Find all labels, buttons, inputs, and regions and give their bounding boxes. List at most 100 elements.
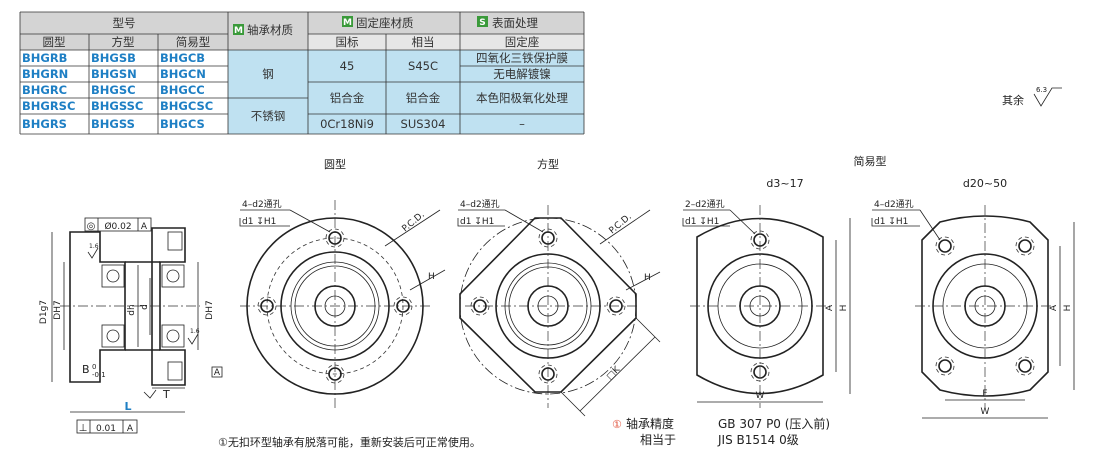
dim-d: d [140, 304, 150, 310]
table-row: BHGRS BHGSS BHGCS [22, 117, 205, 131]
equiv-value: JIS B1514 0级 [717, 433, 799, 447]
m-badge-shaft [233, 24, 244, 35]
model-cell[interactable]: BHGCSC [160, 99, 213, 113]
m-badge-seat [342, 16, 353, 27]
a-label-b: A [1049, 304, 1059, 311]
s-badge-label: S [479, 18, 485, 28]
square-flange-view: P.C.D. H 4–d2通孔 d1 ↧H1 □K [457, 199, 661, 417]
tol-lower: -0.1 [92, 371, 106, 379]
roughness-note: 其余 6.3 [1002, 86, 1062, 107]
model-cell[interactable]: BHGSN [91, 67, 137, 81]
roughness-2: 1.6 [190, 328, 200, 335]
model-cell[interactable]: BHGRN [22, 67, 68, 81]
cbore-round: d1 ↧H1 [242, 217, 276, 227]
cbore-square: d1 ↧H1 [460, 217, 494, 227]
surface-r5: – [519, 117, 525, 131]
title-simple: 简易型 [854, 154, 887, 168]
holes-square: 4–d2通孔 [460, 199, 500, 210]
w-label-b: W [981, 407, 990, 417]
model-cell[interactable]: BHGCS [160, 117, 205, 131]
concentricity-icon: ◎ [87, 221, 96, 232]
surface-r2: 无电解镀镍 [493, 67, 551, 81]
dim-d1g7: D1g7 [39, 300, 49, 324]
h-label-round: H [428, 272, 435, 282]
title-square: 方型 [537, 157, 559, 171]
model-cell[interactable]: BHGRSC [22, 99, 75, 113]
model-cell[interactable]: BHGCN [160, 67, 206, 81]
table-row: BHGRC BHGSC BHGCC [22, 83, 205, 97]
seat-gb-ss: 0Cr18Ni9 [320, 117, 374, 131]
simple-view-small: 2–d2通孔 d1 ↧H1 W A H [682, 199, 851, 408]
m-badge-shaft-label: M [234, 26, 243, 36]
hdr-simple: 简易型 [176, 35, 211, 49]
k-label: □K [605, 364, 623, 382]
datum-a: A [214, 368, 221, 378]
equiv-label: 相当于 [640, 433, 676, 447]
h-label-square: H [644, 273, 651, 283]
ring-note: ①无扣环型轴承有脱落可能，重新安装后可正常使用。 [218, 435, 481, 449]
table-row: BHGRN BHGSN BHGCN [22, 67, 206, 81]
holes-round: 4–d2通孔 [242, 199, 282, 210]
holes-simple-a: 2–d2通孔 [685, 199, 725, 210]
perp-value: 0.01 [96, 424, 116, 434]
model-cell[interactable]: BHGRS [22, 117, 67, 131]
section-view: ◎ Ø0.02 A D1g7 DH7 dh d DH7 1.6 1.6 [39, 217, 223, 434]
f-label: F [982, 389, 987, 399]
title-simple-a: d3~17 [766, 177, 803, 190]
hdr-square: 方型 [112, 35, 135, 49]
m-badge-seat-label: M [343, 18, 352, 28]
w-label-a: W [756, 391, 765, 401]
accuracy-value: GB 307 P0 (压入前) [718, 416, 830, 431]
accuracy-label: 轴承精度 [626, 416, 674, 431]
h-label-a: H [839, 305, 849, 312]
table-row: BHGRSC BHGSSC BHGCSC [22, 99, 213, 113]
tol-upper: 0 [92, 363, 96, 371]
model-cell[interactable]: BHGCB [160, 51, 205, 65]
pcd-label: P.C.D. [401, 210, 427, 234]
hdr-seat-material: 固定座材质 [356, 16, 414, 30]
cbore-simple-a: d1 ↧H1 [685, 217, 719, 227]
seat-eq-s45c: S45C [408, 59, 438, 73]
dim-dh7-right: DH7 [205, 300, 215, 319]
model-cell[interactable]: BHGRB [22, 51, 67, 65]
dim-dh7-left: DH7 [53, 300, 63, 319]
dim-dh: dh [127, 304, 137, 315]
s-badge [477, 16, 488, 27]
hdr-round: 圆型 [43, 35, 66, 49]
seat-gb-45: 45 [340, 59, 355, 73]
roughness-label: 其余 [1002, 93, 1024, 107]
hdr-equiv: 相当 [412, 35, 435, 49]
hdr-seat: 固定座 [505, 35, 540, 49]
seat-eq-ss: SUS304 [401, 117, 446, 131]
roughness-1: 1.6 [89, 243, 99, 250]
model-cell[interactable]: BHGCC [160, 83, 205, 97]
shaft-stainless: 不锈钢 [251, 109, 286, 123]
model-cell[interactable]: BHGSSC [91, 99, 143, 113]
title-simple-b: d20~50 [963, 177, 1007, 190]
seat-eq-al: 铝合金 [406, 91, 441, 105]
dim-b: B [82, 363, 90, 376]
model-cell[interactable]: BHGSC [91, 83, 136, 97]
a-label-a: A [825, 304, 835, 311]
model-cell[interactable]: BHGRC [22, 83, 67, 97]
surface-r34: 本色阳极氧化处理 [476, 91, 568, 105]
conc-datum: A [141, 222, 148, 232]
model-cell[interactable]: BHGSS [91, 117, 135, 131]
round-flange-view: P.C.D. H 4–d2通孔 d1 ↧H1 [239, 199, 446, 410]
dim-l: L [124, 400, 131, 413]
perp-datum: A [127, 424, 134, 434]
h-label-b: H [1063, 305, 1073, 312]
holes-simple-b: 4–d2通孔 [874, 199, 914, 210]
hdr-shaft-material: 轴承材质 [247, 23, 293, 37]
conc-value: Ø0.02 [104, 221, 131, 232]
surface-r1: 四氧化三铁保护膜 [476, 51, 568, 65]
spec-table: 型号 圆型 方型 简易型 M 轴承材质 M 固定座材质 S 表面处理 国标 相当… [19, 11, 585, 135]
hdr-gb: 国标 [336, 35, 359, 49]
seat-gb-al: 铝合金 [330, 91, 365, 105]
hdr-surface: 表面处理 [492, 16, 538, 30]
title-round: 圆型 [324, 157, 346, 171]
accuracy-mark: ① [612, 418, 622, 431]
shaft-steel: 钢 [262, 67, 274, 81]
model-cell[interactable]: BHGSB [91, 51, 136, 65]
